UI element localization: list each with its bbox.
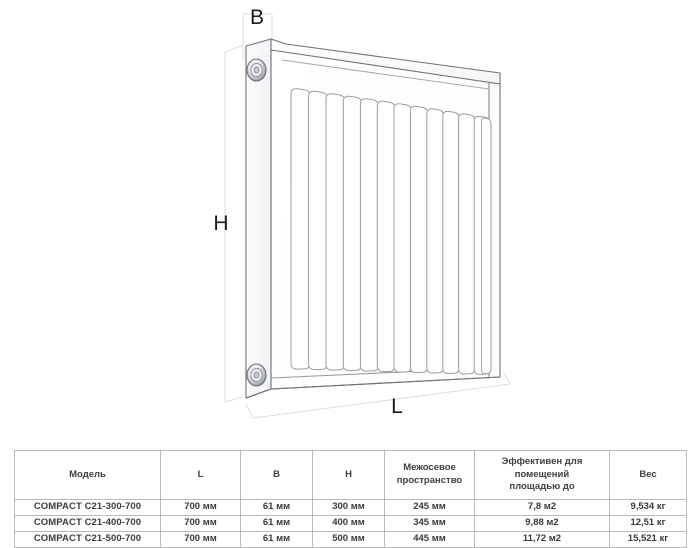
specifications-table-wrap: Модель L B H Межосевое пространство Эффе…	[14, 450, 687, 548]
cell-height: 500 мм	[312, 531, 385, 548]
specifications-table: Модель L B H Межосевое пространство Эффе…	[14, 450, 687, 548]
table-row: COMPACT C21-300-700 700 мм 61 мм 300 мм …	[14, 499, 687, 516]
column-header-depth: B	[240, 450, 313, 500]
radiator-left-side-panel	[245, 38, 272, 399]
column-header-model: Модель	[14, 450, 161, 500]
radiator-plug-bottom	[246, 363, 267, 387]
cell-effective-area: 7,8 м2	[474, 499, 610, 516]
radiator-channel	[376, 100, 396, 373]
radiator-channel	[481, 117, 492, 375]
cell-height: 300 мм	[312, 499, 385, 516]
cell-depth: 61 мм	[240, 531, 313, 548]
radiator-channel	[426, 108, 445, 374]
radiator-channel	[342, 95, 363, 372]
radiator-channel	[290, 88, 311, 370]
radiator-plugs	[246, 58, 267, 387]
radiator-channel	[442, 110, 461, 375]
column-header-effective-area-line1: Эффективен для помещений	[501, 455, 583, 480]
column-header-weight: Вес	[609, 450, 687, 500]
h-extension-top	[224, 44, 244, 53]
cell-weight: 15,521 кг	[609, 531, 687, 548]
l-dimension-line	[252, 383, 511, 419]
h-extension-bottom	[224, 396, 244, 403]
cell-depth: 61 мм	[240, 515, 313, 532]
table-header-row: Модель L B H Межосевое пространство Эффе…	[14, 450, 687, 500]
dimension-lines	[224, 13, 511, 419]
radiator-channel	[458, 113, 476, 375]
cell-length: 700 мм	[160, 515, 241, 532]
l-extension-left	[245, 403, 254, 419]
radiator-channel	[359, 98, 380, 372]
table-row: COMPACT C21-400-700 700 мм 61 мм 400 мм …	[14, 515, 687, 532]
column-header-axis-spacing: Межосевое пространство	[384, 450, 475, 500]
radiator-top-inner-line	[281, 59, 490, 90]
cell-effective-area: 11,72 м2	[474, 531, 610, 548]
cell-height: 400 мм	[312, 515, 385, 532]
column-header-length: L	[160, 450, 241, 500]
column-header-axis-spacing-line1: Межосевое	[403, 462, 456, 474]
cell-effective-area: 9,88 м2	[474, 515, 610, 532]
cell-length: 700 мм	[160, 499, 241, 516]
dimension-label-h: H	[213, 212, 228, 235]
radiator-channel	[325, 93, 346, 371]
dimension-label-b: B	[250, 6, 264, 29]
cell-axis-spacing: 345 мм	[384, 515, 475, 532]
radiator-left-foot	[245, 388, 272, 399]
cell-model: COMPACT C21-300-700	[14, 499, 161, 516]
cell-length: 700 мм	[160, 531, 241, 548]
cell-axis-spacing: 445 мм	[384, 531, 475, 548]
cell-axis-spacing: 245 мм	[384, 499, 475, 516]
table-header: Модель L B H Межосевое пространство Эффе…	[14, 450, 687, 500]
radiator-channel	[393, 103, 413, 373]
l-extension-right	[502, 371, 511, 385]
radiator-channels	[290, 88, 492, 375]
column-header-effective-area-line2: площадью до	[509, 481, 575, 493]
radiator-drawing: B H L	[213, 6, 511, 419]
cell-model: COMPACT C21-400-700	[14, 515, 161, 532]
column-header-axis-spacing-line2: пространство	[396, 475, 463, 486]
cell-depth: 61 мм	[240, 499, 313, 516]
radiator-bottom-front-edge	[270, 376, 501, 390]
table-body: COMPACT C21-300-700 700 мм 61 мм 300 мм …	[14, 499, 687, 548]
radiator-channel	[308, 90, 329, 371]
cell-weight: 12,51 кг	[609, 515, 687, 532]
column-header-height: H	[312, 450, 385, 500]
table-row: COMPACT C21-500-700 700 мм 61 мм 500 мм …	[14, 531, 687, 548]
cell-weight: 9,534 кг	[609, 499, 687, 516]
dimension-label-l: L	[391, 395, 403, 418]
cell-model: COMPACT C21-500-700	[14, 531, 161, 548]
radiator-channel	[410, 105, 429, 374]
radiator-plug-top	[246, 58, 267, 82]
column-header-effective-area: Эффективен для помещений площадью до	[474, 450, 610, 500]
